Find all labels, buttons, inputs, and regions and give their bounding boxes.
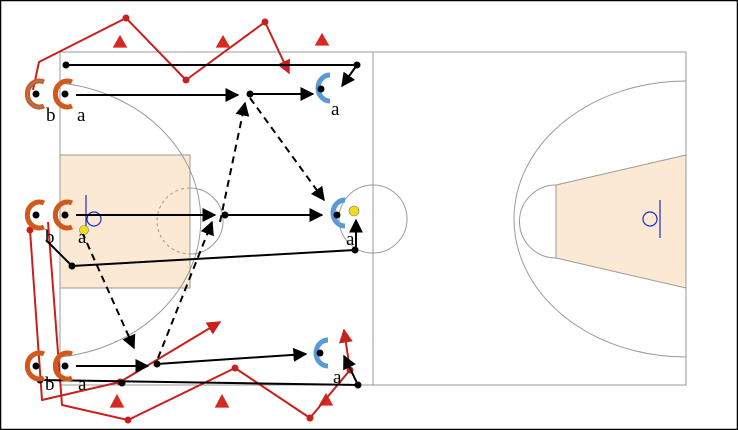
player-a-top	[52, 78, 74, 110]
path-bottom-a-2	[156, 347, 308, 365]
player-b-bottom	[24, 350, 46, 382]
cone-icon	[214, 33, 232, 49]
player-a-bottom	[52, 350, 74, 382]
label-b-middle: b	[45, 227, 55, 248]
path-dots	[36, 61, 362, 389]
player-a-middle	[52, 199, 89, 235]
left-free-throw-arc	[189, 187, 224, 255]
cone-icon	[213, 392, 231, 409]
label-a-middle: a	[78, 227, 87, 248]
right-three-point-arc	[513, 80, 687, 358]
ball-icon	[79, 225, 89, 235]
court	[59, 51, 687, 386]
cone-icon	[313, 31, 331, 47]
label-a-right-top: a	[331, 99, 340, 120]
ball-icon	[348, 205, 360, 217]
dribble-path-middle	[29, 229, 222, 401]
pass-start-down	[81, 231, 136, 350]
player-labels: b a a b a a b a a	[45, 99, 355, 395]
label-b-bottom: b	[45, 374, 55, 395]
player-a-right-middle	[330, 197, 360, 229]
pass-bottom-to-middle	[157, 220, 214, 359]
label-a-bottom: a	[78, 374, 87, 395]
player-a-right-bottom	[313, 337, 329, 369]
label-a-right-bottom: a	[333, 367, 342, 388]
center-circle	[338, 184, 408, 254]
right-paint	[555, 154, 687, 289]
players	[24, 72, 360, 382]
right-free-throw-arc	[519, 184, 557, 259]
pass-top-to-center	[249, 97, 325, 202]
right-hoop	[642, 200, 661, 238]
player-b-middle	[24, 199, 46, 231]
cones	[108, 31, 335, 409]
path-top-long	[66, 64, 359, 88]
pass-middle-to-top	[219, 101, 250, 223]
label-a-right-middle: a	[346, 229, 355, 250]
cone-icon	[111, 33, 129, 49]
left-paint	[59, 154, 191, 289]
label-a-top: a	[77, 105, 86, 126]
player-a-right-top	[315, 72, 331, 104]
left-free-throw-arc-dashed	[156, 187, 191, 255]
player-b-top	[24, 78, 46, 110]
pass-paths	[81, 97, 325, 359]
cone-icon	[108, 392, 126, 409]
dribble-path-top	[32, 17, 290, 91]
label-b-top: b	[46, 105, 56, 126]
